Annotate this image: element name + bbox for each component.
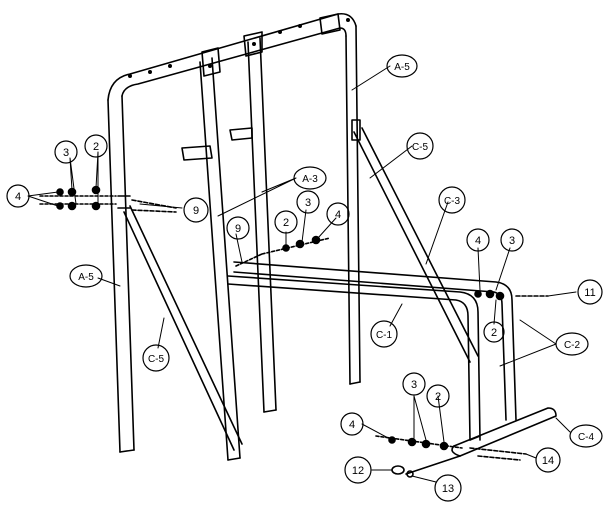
callout-label: C-2 <box>564 340 581 351</box>
callout-14: 14 <box>535 447 561 473</box>
callout-label: 3 <box>411 379 417 391</box>
callout-4-bottom: 4 <box>340 412 364 436</box>
callout-label: 13 <box>442 483 454 495</box>
callout-label: 9 <box>235 223 241 235</box>
callout-label: A-3 <box>302 174 318 185</box>
bolt-line-mid <box>261 237 331 255</box>
callout-label: 3 <box>63 147 69 159</box>
hardware-mid <box>282 235 321 252</box>
callout-a5-right: A-5 <box>386 54 418 78</box>
end-cap-12 <box>391 465 405 475</box>
bolt-14 <box>469 447 527 461</box>
callout-a5-left: A-5 <box>69 264 103 288</box>
callout-11: 11 <box>577 279 603 305</box>
pin-13 <box>405 455 461 475</box>
callout-3-bottom: 3 <box>402 372 426 396</box>
callout-label: 3 <box>509 235 515 247</box>
callout-9-left: 9 <box>183 197 209 223</box>
callout-label: 14 <box>542 455 554 467</box>
bolt-9-mid <box>235 253 263 267</box>
callout-3-mid: 3 <box>296 190 320 214</box>
callout-label: A-5 <box>78 272 94 283</box>
callout-label: A-5 <box>394 62 410 73</box>
callout-label: 2 <box>283 217 289 229</box>
callout-13: 13 <box>434 474 462 502</box>
callout-label: 4 <box>475 235 481 247</box>
callout-label: 2 <box>435 391 441 403</box>
bolt-line-left <box>39 195 117 205</box>
callout-label: C-5 <box>412 142 429 153</box>
callout-label: 11 <box>584 287 595 299</box>
callout-label: 2 <box>93 141 99 153</box>
callout-c1: C-1 <box>370 320 398 348</box>
seat-frame-c1 <box>227 275 481 441</box>
callout-c3: C-3 <box>438 186 466 214</box>
bolt-line-bottom <box>375 435 463 449</box>
callout-c2: C-2 <box>555 332 589 356</box>
bolt-9-left <box>131 199 177 213</box>
callout-c4: C-4 <box>569 424 603 448</box>
diagonal-brace-c5-left <box>123 205 243 451</box>
callout-label: C-1 <box>376 330 393 341</box>
callout-label: 4 <box>349 419 355 431</box>
hardware-right <box>474 289 505 301</box>
leader-lines <box>27 65 577 483</box>
callout-4-left: 4 <box>6 184 30 208</box>
callout-c5-left: C-5 <box>142 344 170 372</box>
callout-9-mid: 9 <box>226 216 250 240</box>
callout-label: 2 <box>491 327 497 339</box>
diagonal-brace-c5-right <box>353 127 479 363</box>
callout-label: 12 <box>352 465 364 477</box>
callout-2-right: 2 <box>483 321 505 343</box>
callout-label: 4 <box>15 191 21 203</box>
callout-c5-right: C-5 <box>406 132 434 160</box>
callout-2-mid: 2 <box>274 210 298 234</box>
callout-2-bottom: 2 <box>426 384 450 408</box>
callout-3-right: 3 <box>500 228 524 252</box>
base-bar-c4 <box>451 407 557 457</box>
callout-4-mid: 4 <box>326 202 350 226</box>
callout-a3: A-3 <box>293 166 327 190</box>
callout-label: 4 <box>335 209 341 221</box>
callout-12: 12 <box>344 456 372 484</box>
hardware-left <box>56 185 101 211</box>
callout-label: C-4 <box>578 432 595 443</box>
callout-4-right: 4 <box>466 228 490 252</box>
callout-label: 3 <box>305 197 311 209</box>
callout-3-left: 3 <box>54 140 78 164</box>
upright-frame-a5 <box>107 12 361 461</box>
callouts: 4 3 2 9 A-5 C-5 A-5 C-5 <box>6 54 603 502</box>
callout-2-left: 2 <box>84 134 108 158</box>
callout-label: C-3 <box>444 196 461 207</box>
callout-label: 9 <box>193 205 199 217</box>
pin-13-head <box>406 470 414 478</box>
bolt-left <box>117 195 131 209</box>
callout-label: C-5 <box>148 354 165 365</box>
